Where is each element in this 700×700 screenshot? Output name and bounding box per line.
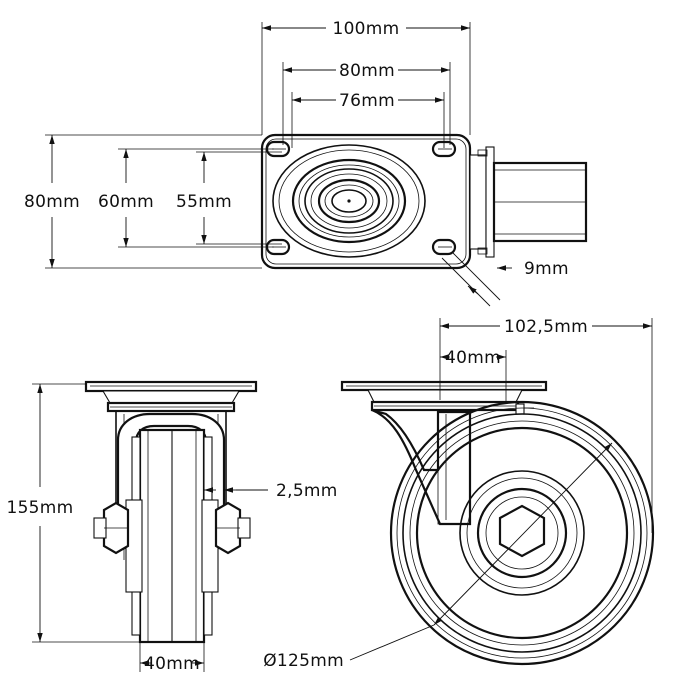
- tread-thickness-callout: 2,5mm: [204, 481, 338, 501]
- hole-size-callout: 9mm: [441, 251, 569, 307]
- dimension-label-plate-width: 80mm: [24, 192, 80, 212]
- dimension-label-wheel-diameter: Ø125mm: [263, 651, 344, 671]
- side-view-top-plate: [340, 380, 548, 412]
- front-view-axle-bolts: [93, 501, 251, 555]
- swivel-raceway-rings: [272, 144, 426, 258]
- mounting-plate-inner-edge: [265, 138, 467, 265]
- front-view-height-dimension: 155mm: [6, 383, 140, 643]
- dimension-label-wheel-width: 40mm: [144, 654, 200, 674]
- side-view-horizontal-dimensions: 102,5mm 40mm: [439, 317, 653, 533]
- dimension-label-hole-spacing-inner-v: 55mm: [176, 192, 232, 212]
- top-view-group: 100mm 80mm 76mm 80mm 60mm: [24, 19, 588, 307]
- front-view-width-dimension: 40mm: [139, 642, 205, 674]
- dimension-label-hole-spacing-outer-v: 60mm: [98, 192, 154, 212]
- dimension-label-plate-length: 100mm: [332, 19, 399, 39]
- dimension-label-hole-size: 9mm: [524, 259, 569, 279]
- front-view-top-plate: [84, 380, 258, 413]
- front-view-wheel: [125, 428, 219, 644]
- wheel-diameter-callout: Ø125mm: [263, 442, 613, 671]
- side-view-hex-nut: [498, 504, 546, 558]
- dimension-label-tread-thickness: 2,5mm: [276, 481, 338, 501]
- top-view-horizontal-dimensions: 100mm 80mm 76mm: [261, 19, 471, 148]
- dimension-label-hole-spacing-inner-h: 76mm: [339, 91, 395, 111]
- dimension-label-hole-spacing-outer-h: 80mm: [339, 61, 395, 81]
- mounting-holes: [265, 140, 457, 256]
- plate-center-mark: [347, 199, 351, 203]
- dimension-label-overall-depth: 102,5mm: [504, 317, 588, 337]
- dimension-label-overall-height: 155mm: [6, 498, 73, 518]
- top-view-fork-body: [469, 146, 588, 258]
- top-view-vertical-dimensions: 80mm 60mm 55mm: [24, 134, 282, 269]
- side-view-group: 102,5mm 40mm Ø125mm: [263, 317, 655, 671]
- dimension-label-offset: 40mm: [445, 348, 501, 368]
- front-view-group: 155mm 40mm 2,5mm: [6, 380, 338, 674]
